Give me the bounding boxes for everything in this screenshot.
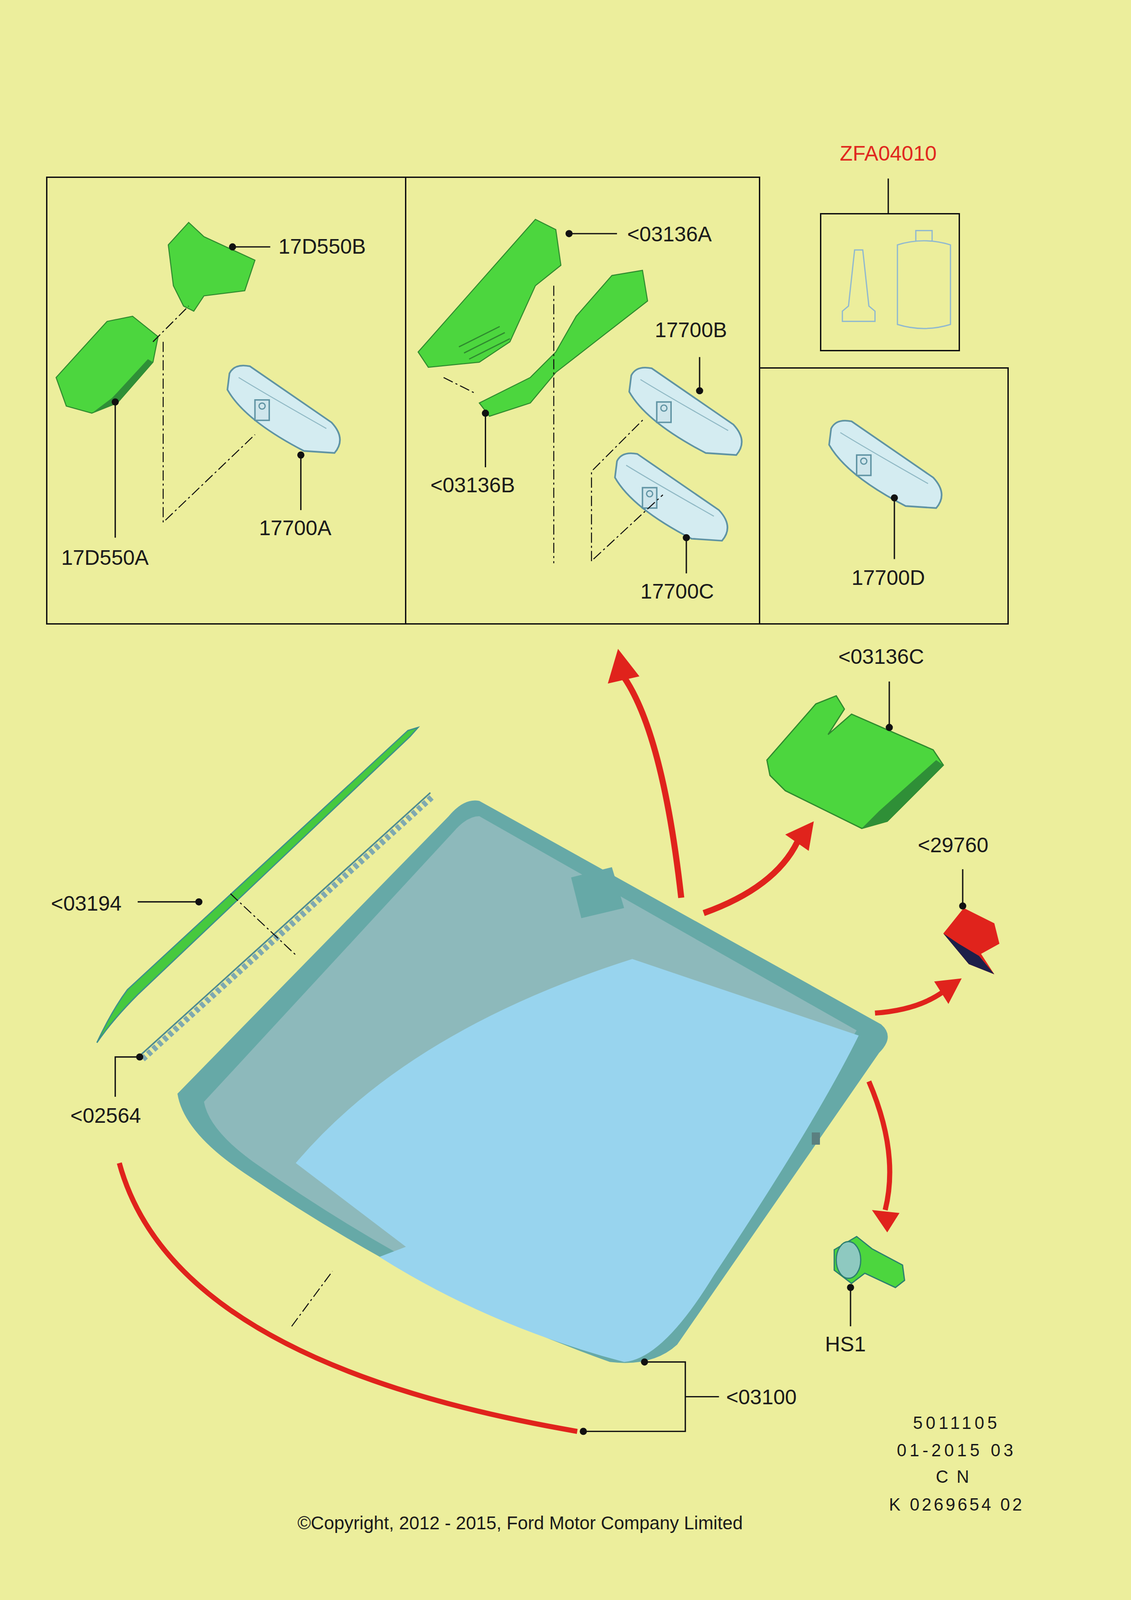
leader-line: [888, 681, 891, 728]
cover-part: [767, 695, 944, 829]
leader-line: [300, 454, 302, 510]
parts-panel: 17700D: [758, 367, 1010, 625]
reference-code: CN: [935, 1467, 978, 1485]
bracket-part-shade: [943, 933, 995, 974]
cover-part-shade: [861, 759, 944, 829]
part-number: <03100: [726, 1385, 797, 1407]
leader-dot: [565, 229, 573, 238]
leader-dot: [111, 398, 120, 406]
leader-dot: [885, 723, 893, 732]
leader-dot: [297, 451, 305, 459]
leader-line: [114, 401, 116, 538]
leader-dot: [482, 409, 490, 417]
rear-view-mirror: [614, 453, 728, 541]
parts-panel: 17D550B 17D550A 17700A: [46, 176, 407, 625]
urethane-seal: [119, 1162, 578, 1431]
stud-part: [834, 1235, 905, 1287]
leader-dot: [136, 1053, 144, 1061]
leader-dots: [111, 229, 967, 1435]
copyright-note: ©Copyright, 2012 - 2015, Ford Motor Comp…: [297, 1513, 743, 1532]
leader-dot: [579, 1427, 587, 1435]
leader-line: [583, 1361, 719, 1431]
arrow-head: [785, 820, 815, 851]
part-number: HS1: [824, 1333, 866, 1355]
pointer-arrow: [868, 1080, 890, 1210]
pointer-arrow: [703, 841, 798, 914]
leader-line: [685, 537, 688, 573]
arrow-head: [607, 648, 640, 684]
bracket-part: [943, 907, 1000, 974]
glass-tab: [570, 866, 624, 919]
rear-view-mirror: [829, 420, 942, 509]
rear-view-mirror: [227, 365, 341, 453]
part-number: 17700A: [259, 517, 332, 539]
nozzle-icon: [842, 249, 876, 322]
mirror-cover: [479, 270, 648, 417]
part-number: <03194: [51, 892, 122, 914]
leader-dot: [959, 902, 967, 910]
leader-line: [137, 900, 199, 903]
leader-line: [887, 178, 889, 213]
stud-washer: [836, 1240, 862, 1278]
part-number: 17D550A: [61, 546, 149, 568]
mirror-cover: [418, 219, 561, 368]
rear-view-mirror: [629, 367, 742, 456]
part-number: 17700B: [654, 319, 728, 341]
seal-strip-edge: [140, 792, 431, 1055]
moulding-strip: [96, 726, 418, 1043]
seal-strip: [142, 795, 434, 1059]
leader-dot: [890, 493, 898, 502]
parts-panel: <03136A 17700B <03136B 17700C: [404, 176, 761, 625]
part-number: <03136B: [430, 474, 515, 496]
assembly-line: [152, 306, 255, 523]
leader-line: [850, 1286, 852, 1326]
part-number: <03136A: [627, 223, 712, 245]
windscreen-glass: [177, 799, 888, 1363]
reference-code: 01-2015 03: [896, 1441, 1017, 1459]
glass-clear: [295, 958, 859, 1362]
leader-dot: [846, 1283, 855, 1291]
assembly-line: [230, 893, 296, 955]
mirror-cover-shade: [91, 358, 153, 414]
reference-code: 5011105: [913, 1413, 1001, 1432]
cover-vents: [458, 326, 510, 360]
leader-line: [962, 868, 964, 906]
glass-clip: [811, 1131, 820, 1145]
reference-code: K 0269654 02: [888, 1495, 1025, 1513]
part-number: 17700C: [640, 580, 714, 602]
leader-dot: [695, 387, 704, 395]
leader-dot: [195, 897, 203, 906]
pointer-arrow: [624, 677, 682, 898]
leader-line: [115, 1056, 141, 1097]
part-number: <29760: [918, 834, 989, 856]
kit-box: ZFA04010: [819, 212, 960, 352]
leader-dot: [640, 1358, 649, 1366]
kit-number: ZFA04010: [840, 142, 937, 164]
leader-line: [569, 233, 618, 235]
mirror-cover: [168, 222, 255, 312]
leader-dot: [228, 243, 237, 251]
leader-line: [893, 497, 896, 559]
leader-line: [699, 357, 701, 391]
part-number: <02564: [70, 1104, 141, 1126]
pointer-arrow: [875, 991, 944, 1013]
cartridge-icon: [897, 230, 951, 329]
leader-line: [484, 413, 487, 468]
mirror-cover: [56, 316, 159, 413]
assembly-line: [291, 1270, 333, 1326]
part-number: 17700D: [851, 566, 925, 588]
arrow-head: [871, 1209, 900, 1232]
part-number: <03136C: [838, 645, 924, 667]
arrow-head: [933, 978, 962, 1004]
leader-lines: [115, 178, 963, 1431]
part-number: 17D550B: [278, 235, 366, 257]
assembly-line: [443, 285, 664, 563]
leader-dot: [682, 534, 691, 542]
pointer-arrows: [607, 648, 962, 1232]
leader-line: [232, 246, 271, 248]
